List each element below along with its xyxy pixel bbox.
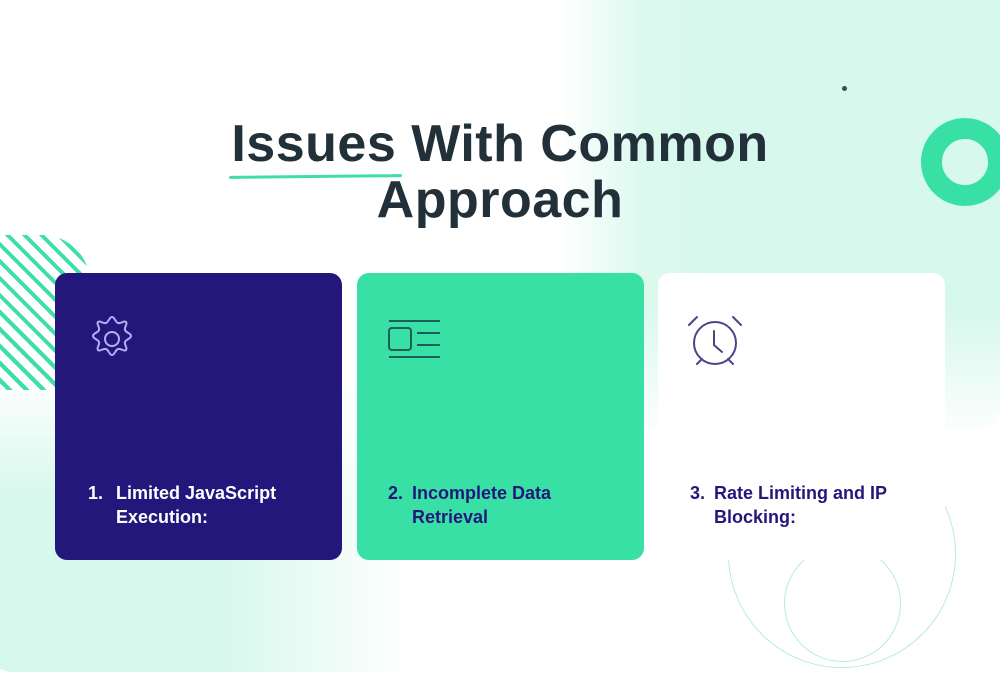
card-title: Incomplete Data Retrieval — [412, 483, 552, 527]
page-title: Issues With Common Approach — [0, 116, 1000, 228]
layout-document-icon — [388, 320, 440, 358]
title-highlight: Issues — [229, 115, 403, 179]
title-rest: With Common — [396, 115, 769, 173]
title-highlight-word: Issues — [231, 115, 397, 173]
gear-icon — [92, 316, 132, 356]
card-title: Rate Limiting and IP Blocking: — [714, 483, 887, 527]
card-label: 1. Limited JavaScript Execution: — [88, 481, 328, 529]
card-label: 2. Incomplete Data Retrieval — [388, 481, 628, 529]
card-label: 3. Rate Limiting and IP Blocking: — [690, 481, 930, 529]
decorative-dot — [842, 86, 847, 91]
card-title: Limited JavaScript Execution: — [116, 483, 277, 527]
issue-card-limited-javascript: 1. Limited JavaScript Execution: — [55, 273, 342, 560]
card-number: 2. — [388, 483, 404, 503]
card-number: 3. — [690, 483, 706, 503]
issue-card-rate-limiting: 3. Rate Limiting and IP Blocking: — [658, 273, 945, 560]
card-number: 1. — [88, 483, 104, 503]
title-line-1: Issues With Common — [0, 115, 1000, 179]
decorative-circle-inner — [784, 545, 901, 662]
title-line-2: Approach — [376, 171, 624, 229]
alarm-clock-icon — [688, 316, 742, 365]
issue-card-incomplete-data: 2. Incomplete Data Retrieval — [357, 273, 644, 560]
